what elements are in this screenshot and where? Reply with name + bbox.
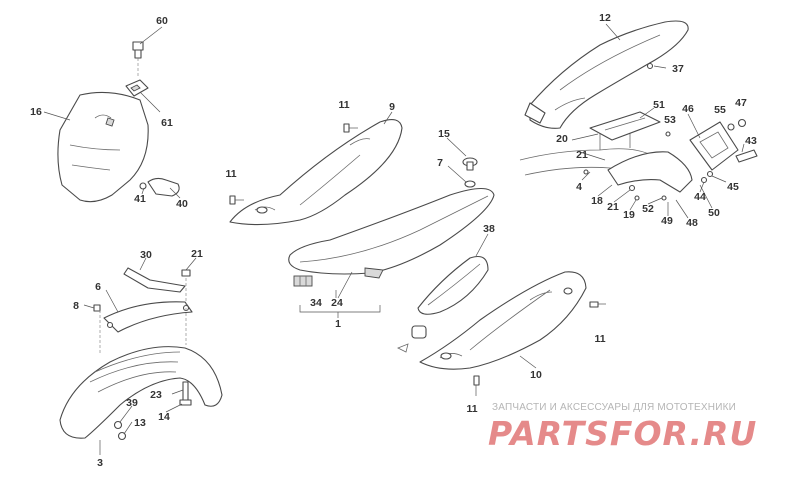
- callout-53: 53: [664, 114, 676, 126]
- callout-3: 3: [97, 457, 103, 469]
- watermark-caption: ЗАПЧАСТИ И АКСЕССУАРЫ ДЛЯ МОТОТЕХНИКИ: [492, 402, 737, 413]
- callout-52: 52: [642, 203, 654, 215]
- callout-23: 23: [150, 389, 162, 401]
- callout-15: 15: [438, 128, 450, 140]
- bracket-40: [139, 177, 180, 197]
- callout-45: 45: [727, 181, 739, 193]
- callout-11-d: 11: [466, 403, 477, 415]
- callout-12: 12: [599, 12, 611, 24]
- callout-21-c: 21: [191, 248, 203, 260]
- callout-11-b: 11: [225, 168, 236, 180]
- callout-11-c: 11: [594, 333, 605, 345]
- callout-46: 46: [682, 103, 694, 115]
- screw-11-a: [343, 123, 358, 133]
- washer-39: [113, 420, 123, 430]
- callout-51: 51: [653, 99, 665, 111]
- reflector-43: [735, 149, 758, 163]
- callout-9: 9: [389, 101, 395, 113]
- clip-61: [125, 79, 149, 97]
- callout-7: 7: [437, 157, 443, 169]
- callout-43: 43: [745, 135, 757, 147]
- bolt-60: [132, 41, 144, 59]
- callout-39: 39: [126, 397, 138, 409]
- callout-40: 40: [176, 198, 188, 210]
- callout-19: 19: [623, 209, 635, 221]
- callout-labels: 60 16 61 41 40 11 9 15 7 11 12 37 51 46 …: [30, 12, 757, 469]
- nut-13: [117, 431, 127, 441]
- callout-4: 4: [576, 181, 582, 193]
- callout-38: 38: [483, 223, 495, 235]
- knob-15: [462, 157, 478, 171]
- callout-61: 61: [161, 117, 173, 129]
- callout-60: 60: [156, 15, 168, 27]
- callout-41: 41: [134, 193, 146, 205]
- plate-holder-46: [689, 121, 739, 171]
- leaders: [43, 23, 745, 455]
- fender-bracket-6: [103, 301, 193, 333]
- screw-11-c: [589, 301, 606, 308]
- callout-13: 13: [134, 417, 146, 429]
- callout-11-a: 11: [338, 99, 349, 111]
- callout-47: 47: [735, 97, 747, 109]
- bracket-20-51: [589, 111, 661, 141]
- callout-50: 50: [708, 207, 720, 219]
- callout-1: 1: [335, 318, 341, 330]
- front-fender-3: [59, 346, 223, 439]
- screw-11-b: [229, 195, 244, 205]
- callout-49: 49: [661, 215, 673, 227]
- cable-guide-30: [123, 267, 186, 293]
- bolt-55: [727, 123, 735, 131]
- callout-44: 44: [694, 191, 706, 203]
- callout-30: 30: [140, 249, 152, 261]
- callout-21-b: 21: [607, 201, 619, 213]
- side-cover-38: [417, 255, 489, 315]
- callout-55: 55: [714, 104, 726, 116]
- callout-24: 24: [331, 297, 343, 309]
- callout-21-a: 21: [576, 149, 588, 161]
- screw-11-d: [473, 375, 480, 396]
- callout-48: 48: [686, 217, 698, 229]
- callout-20: 20: [556, 133, 568, 145]
- license-bracket-18: [607, 151, 693, 193]
- screw-8: [93, 304, 101, 312]
- screw-21: [181, 269, 191, 277]
- callout-14: 14: [158, 411, 170, 423]
- screw-37: [646, 62, 654, 70]
- callout-16: 16: [30, 106, 42, 118]
- seat-24: [288, 187, 495, 279]
- bolt-14: [179, 381, 192, 406]
- callout-10: 10: [530, 369, 542, 381]
- side-panel-10: [419, 271, 587, 370]
- bolt-47: [737, 118, 747, 128]
- callout-6: 6: [95, 281, 101, 293]
- washer-7: [464, 180, 476, 188]
- side-panel-9: [229, 119, 403, 226]
- callout-34: 34: [310, 297, 322, 309]
- headlight-fairing: [57, 91, 149, 203]
- callout-18: 18: [591, 195, 603, 207]
- watermark-logo: PARTSFOR.RU: [488, 414, 758, 453]
- callout-37: 37: [672, 63, 684, 75]
- pad-34: [293, 275, 313, 287]
- callout-8: 8: [73, 300, 79, 312]
- tail-fairing-12: [524, 20, 689, 129]
- bumper-10: [411, 325, 427, 339]
